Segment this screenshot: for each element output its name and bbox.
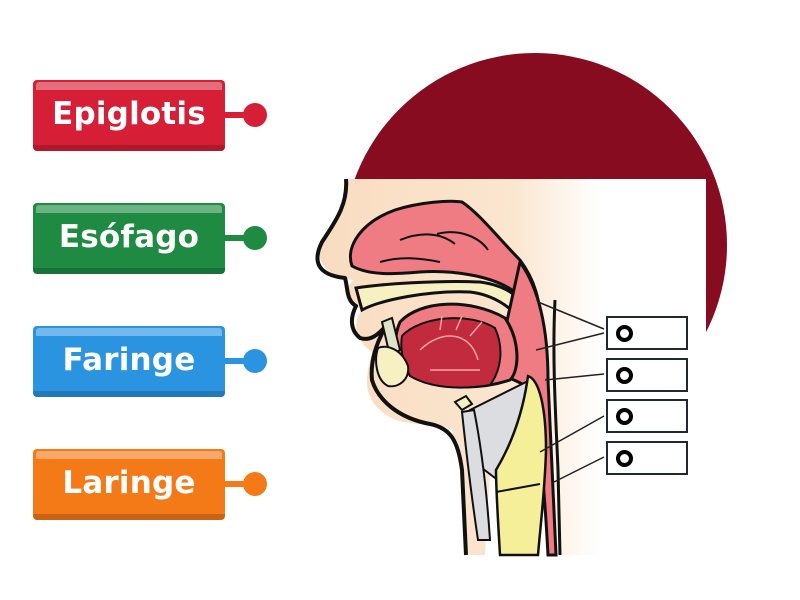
tile-shadow: [33, 145, 225, 151]
drop-target-ring-icon: [616, 325, 633, 342]
drop-target-ring-icon: [616, 408, 633, 425]
drop-zone-1[interactable]: [606, 316, 688, 350]
connector-line: [225, 235, 245, 241]
label-tile-faringe[interactable]: Faringe: [33, 326, 225, 397]
tile-shadow: [33, 268, 225, 274]
connector-dot-icon[interactable]: [243, 349, 267, 373]
drop-target-ring-icon: [616, 367, 633, 384]
tile-shadow: [33, 514, 225, 520]
connector-dot-icon[interactable]: [243, 226, 267, 250]
trachea-grey: [460, 408, 492, 541]
label-tile-laringe[interactable]: Laringe: [33, 449, 225, 520]
tile-highlight: [36, 205, 222, 213]
label-text: Epiglotis: [52, 95, 206, 132]
label-text: Laringe: [62, 464, 196, 501]
tongue: [400, 317, 502, 389]
face-outline: [315, 178, 468, 556]
label-tile-epiglotis[interactable]: Epiglotis: [33, 80, 225, 151]
connector-line: [225, 481, 245, 487]
label-text: Esófago: [58, 218, 200, 255]
connector-dot-icon[interactable]: [243, 103, 267, 127]
tile-shadow: [33, 391, 225, 397]
drop-zone-4[interactable]: [606, 441, 688, 475]
connector-line: [225, 358, 245, 364]
drop-zone-3[interactable]: [606, 399, 688, 433]
leader-lines: [535, 301, 605, 484]
connector-dot-icon[interactable]: [243, 472, 267, 496]
upper-teeth: [380, 316, 402, 358]
larynx: [494, 374, 548, 557]
tile-highlight: [36, 82, 222, 90]
neck-back-outline: [552, 299, 562, 556]
drop-zone-2[interactable]: [606, 358, 688, 392]
tile-highlight: [36, 451, 222, 459]
epiglottis: [453, 394, 474, 412]
drop-target-ring-icon: [616, 450, 633, 467]
lower-jaw: [375, 345, 410, 388]
label-text: Faringe: [62, 341, 196, 378]
connector-line: [225, 112, 245, 118]
tile-highlight: [36, 328, 222, 336]
label-tile-esofago[interactable]: Esófago: [33, 203, 225, 274]
